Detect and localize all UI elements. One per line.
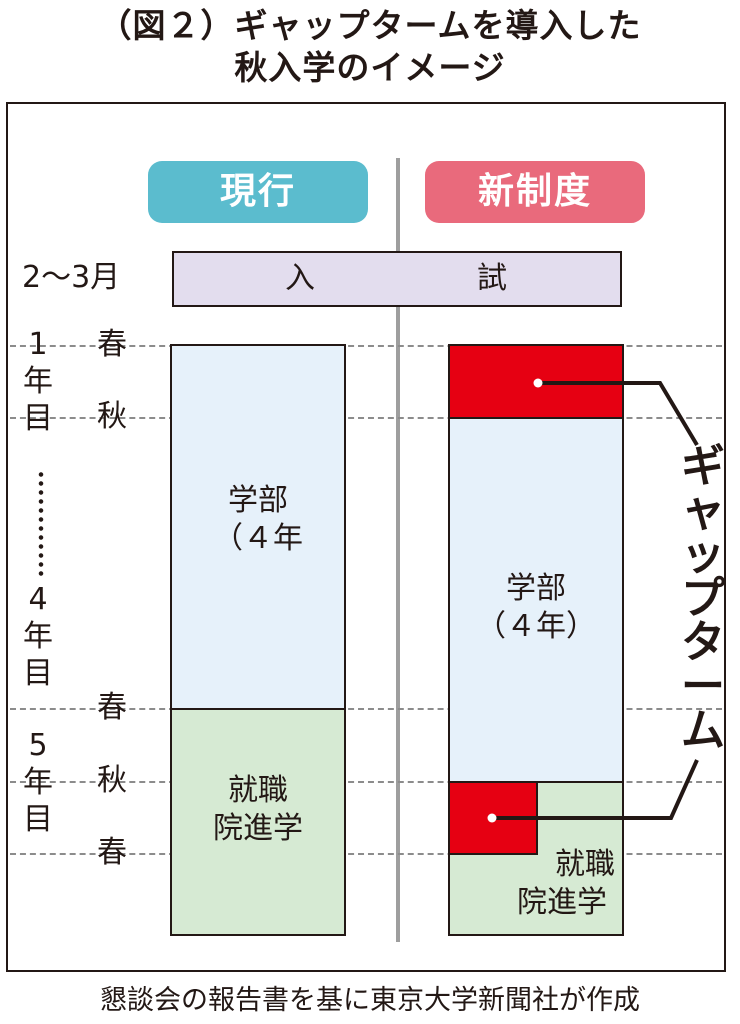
figure-title-line2: 秋入学のイメージ: [234, 48, 506, 87]
exam-char-1: 入: [285, 261, 317, 296]
year4-char-2: 年: [23, 619, 53, 654]
column-divider: [396, 158, 400, 942]
line-year5-spring: [10, 708, 722, 710]
exam-char-2: 試: [477, 261, 509, 296]
new-after-line1: 就職: [555, 847, 615, 882]
season-spring-6: 春: [97, 835, 127, 870]
current-undergrad-line1: 学部: [228, 483, 288, 518]
season-autumn-5: 秋: [97, 763, 127, 798]
season-spring-5: 春: [97, 690, 127, 725]
current-after-line1: 就職: [228, 773, 288, 808]
new-undergrad-line1: 学部: [506, 571, 566, 606]
gap-term-char-4: プ: [681, 573, 725, 624]
gap-term-char-2: ャ: [681, 485, 725, 536]
gap-term-label: ギ ャ ッ プ タ ー ム: [672, 445, 734, 753]
line-year1-autumn: [10, 417, 722, 419]
exam-band: 入試: [172, 251, 622, 307]
gap-term-char-6: ー: [681, 661, 725, 712]
line-year1-spring: [10, 345, 722, 347]
figure-title-line1: （図２）ギャップタームを導入した: [98, 6, 642, 45]
year1-char-1: 1: [28, 327, 48, 362]
current-system-label: 現行: [148, 161, 368, 223]
new-undergrad-line2: （４年）: [476, 609, 596, 644]
current-after-box: [170, 708, 346, 936]
gap-term-box-end: [448, 781, 538, 855]
new-system-label: 新制度: [425, 161, 645, 223]
year4-char-3: 目: [23, 656, 53, 691]
year4-char-1: 4: [28, 582, 48, 617]
season-spring-1: 春: [97, 327, 127, 362]
current-undergrad-box: [170, 344, 346, 710]
year5-char-1: 5: [28, 728, 48, 763]
year-range-dots: [38, 470, 44, 580]
gap-term-char-3: ッ: [681, 529, 725, 580]
gap-term-box-start: [448, 344, 624, 419]
year5-char-3: 目: [23, 802, 53, 837]
line-year5-autumn: [10, 781, 722, 783]
exam-period-label: 2～3月: [22, 260, 121, 295]
line-year6-spring: [10, 853, 722, 855]
gap-term-char-7: ム: [681, 705, 725, 756]
new-after-line2: 院進学: [517, 885, 607, 920]
diagram-frame: [6, 102, 726, 972]
year5-char-2: 年: [23, 765, 53, 800]
new-undergrad-box: [448, 417, 624, 783]
current-undergrad-line2: （４年: [213, 521, 303, 556]
current-after-line2: 院進学: [213, 811, 303, 846]
gap-term-char-1: ギ: [681, 441, 725, 492]
year1-char-2: 年: [23, 364, 53, 399]
source-note: 懇談会の報告書を基に東京大学新聞社が作成: [100, 985, 640, 1016]
year1-char-3: 目: [23, 401, 53, 436]
gap-term-char-5: タ: [681, 617, 725, 668]
season-autumn-1: 秋: [97, 399, 127, 434]
